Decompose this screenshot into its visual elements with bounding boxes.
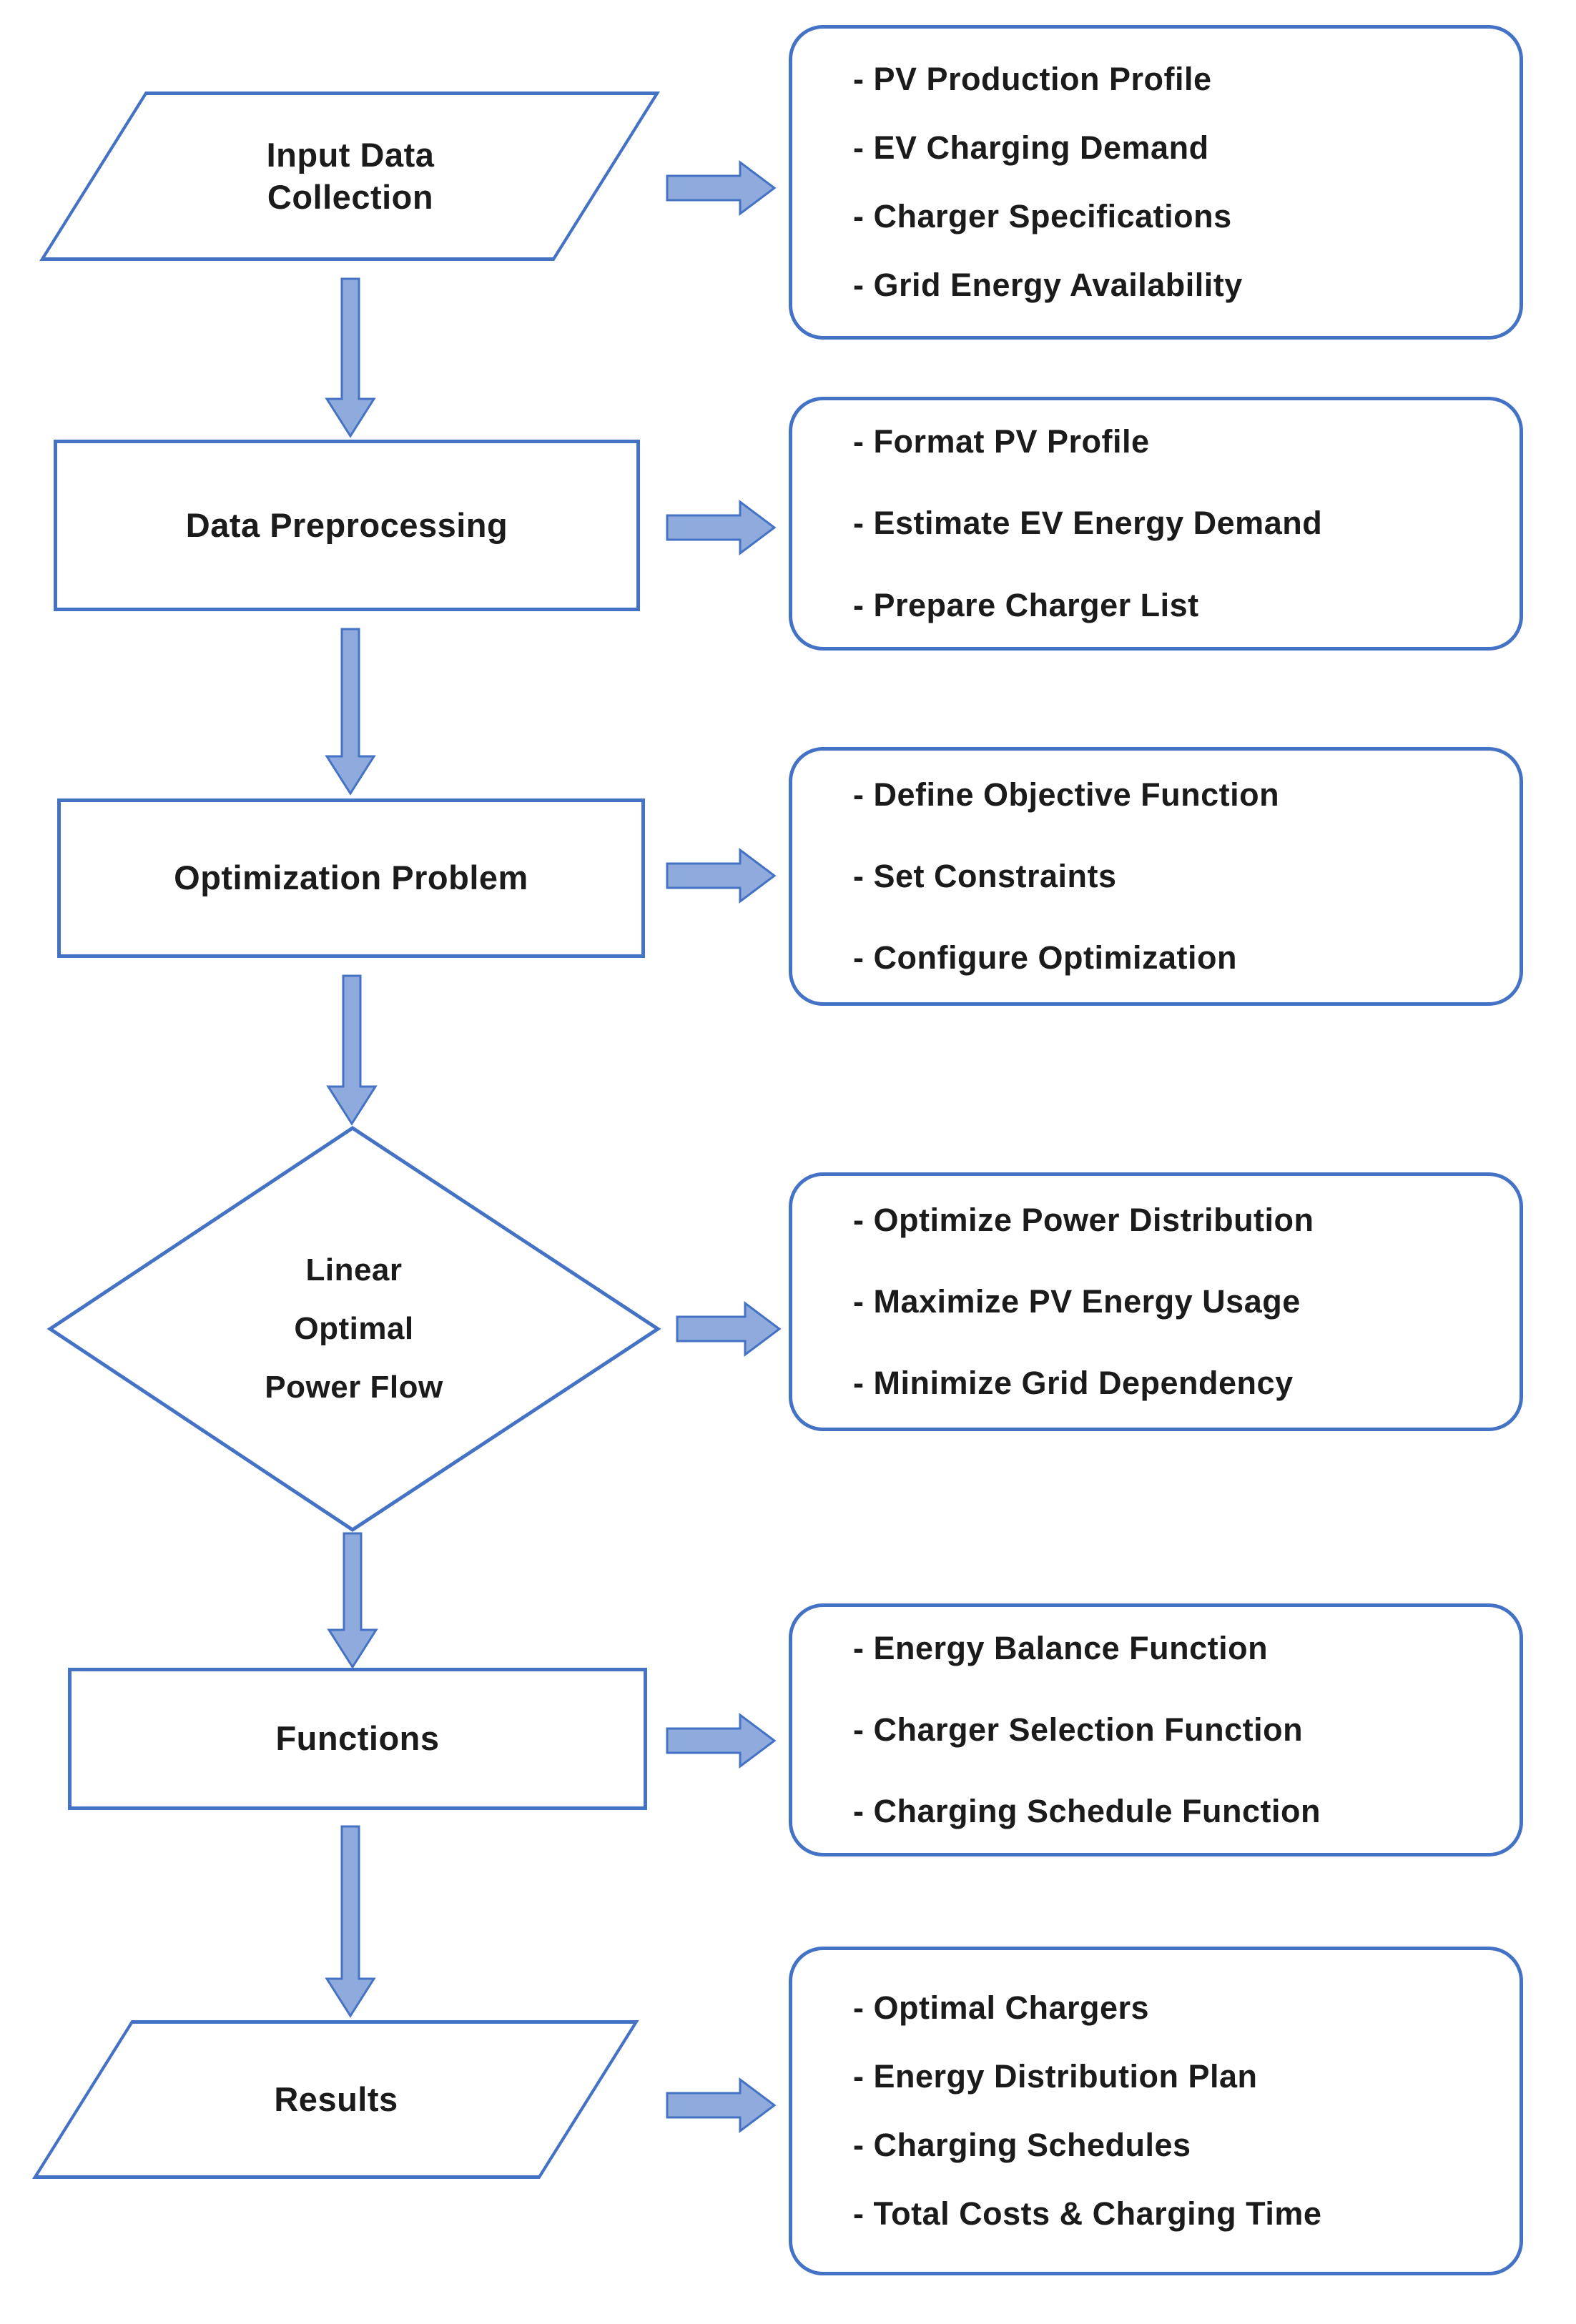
- shape-results-label: Results: [32, 2020, 640, 2215]
- shape-data-preprocessing: [54, 440, 640, 611]
- label-line: Input Data: [266, 135, 435, 174]
- right-arrow-icon-4: [676, 1301, 782, 1357]
- label-line: Collection: [267, 177, 434, 216]
- shape-data-preprocessing-label: Data Preprocessing: [54, 440, 640, 641]
- down-arrow-icon-3: [326, 974, 378, 1126]
- label-line: Results: [274, 2080, 398, 2118]
- label-line: Optimization Problem: [174, 859, 528, 897]
- down-arrow-icon-5: [325, 1825, 376, 2018]
- right-arrow-icon-3: [666, 848, 777, 904]
- bullet-item: - Prepare Charger List: [853, 586, 1199, 623]
- label-line: Functions: [275, 1719, 440, 1758]
- detail-box-preprocessing: - Format PV Profile - Estimate EV Energy…: [789, 397, 1523, 651]
- detail-box-results: - Optimal Chargers - Energy Distribution…: [789, 1947, 1523, 2275]
- label-line: Data Preprocessing: [185, 505, 508, 544]
- shape-optimization-problem: [57, 798, 645, 958]
- bullet-item: - Optimize Power Distribution: [853, 1201, 1314, 1238]
- bullet-item: - Optimal Chargers: [853, 1989, 1150, 2026]
- bullet-item: - Define Objective Function: [853, 776, 1280, 813]
- bullet-item: - Maximize PV Energy Usage: [853, 1282, 1301, 1320]
- down-arrow-icon-1: [325, 277, 376, 438]
- detail-box-power-flow: - Optimize Power Distribution - Maximize…: [789, 1172, 1523, 1431]
- bullet-item: - Total Costs & Charging Time: [853, 2195, 1322, 2232]
- bullet-item: - Set Constraints: [853, 857, 1117, 894]
- bullet-item: - Energy Balance Function: [853, 1629, 1269, 1666]
- bullet-item: - PV Production Profile: [853, 60, 1212, 97]
- bullet-item: - Format PV Profile: [853, 423, 1150, 460]
- right-arrow-icon-6: [666, 2077, 777, 2133]
- bullet-item: - Energy Distribution Plan: [853, 2057, 1258, 2095]
- right-arrow-icon-1: [666, 160, 777, 216]
- bullet-item: - Configure Optimization: [853, 939, 1237, 976]
- detail-box-optimization: - Define Objective Function - Set Constr…: [789, 747, 1523, 1006]
- right-arrow-icon-2: [666, 500, 777, 555]
- down-arrow-icon-2: [325, 628, 376, 796]
- label-line: Power Flow: [265, 1370, 443, 1405]
- bullet-item: - EV Charging Demand: [853, 129, 1209, 166]
- detail-box-functions: - Energy Balance Function - Charger Sele…: [789, 1603, 1523, 1856]
- bullet-item: - Estimate EV Energy Demand: [853, 505, 1323, 542]
- bullet-item: - Charging Schedule Function: [853, 1793, 1321, 1830]
- shape-input-data-collection-label: Input Data Collection: [39, 92, 661, 261]
- bullet-item: - Grid Energy Availability: [853, 267, 1243, 304]
- shape-linear-optimal-power-flow-label: Linear Optimal Power Flow: [50, 1128, 658, 1530]
- label-line: Optimal: [294, 1311, 414, 1346]
- right-arrow-icon-5: [666, 1713, 777, 1769]
- shape-functions: [68, 1668, 647, 1810]
- shape-optimization-problem-label: Optimization Problem: [57, 798, 645, 988]
- bullet-item: - Minimize Grid Dependency: [853, 1365, 1294, 1402]
- label-line: Linear: [305, 1252, 403, 1287]
- bullet-item: - Charger Selection Function: [853, 1711, 1304, 1748]
- shape-functions-label: Functions: [68, 1668, 647, 1831]
- bullet-item: - Charger Specifications: [853, 198, 1232, 234]
- bullet-item: - Charging Schedules: [853, 2127, 1191, 2163]
- down-arrow-icon-4: [327, 1532, 378, 1669]
- detail-box-input-data: - PV Production Profile - EV Charging De…: [789, 25, 1523, 340]
